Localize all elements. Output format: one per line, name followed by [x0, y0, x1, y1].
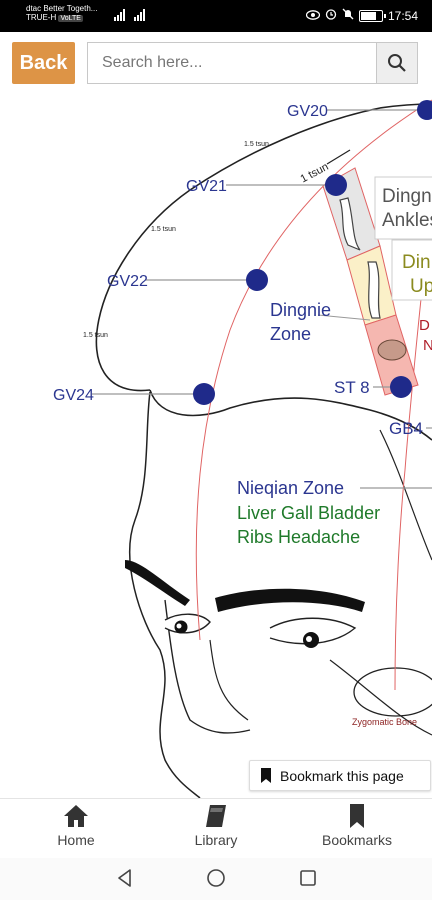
bookmark-this-page-button[interactable]: Bookmark this page: [249, 760, 431, 791]
alarm-icon: [325, 8, 337, 23]
zygomatic-ellipse: [353, 667, 432, 717]
zone-box-2: [391, 239, 432, 301]
nav-library[interactable]: Library: [161, 803, 271, 857]
inner-nose-line: [209, 639, 249, 721]
left-eye-outline: [164, 613, 211, 634]
nieqian-zone-line2: Liver Gall Bladder: [237, 503, 380, 523]
home-icon: [64, 805, 88, 827]
carrier-line2: TRUE-H: [26, 13, 57, 22]
tsun-label-1: 1.5 tsun: [244, 141, 269, 148]
zone-box-2-line2: Up: [410, 276, 432, 297]
battery-icon: [358, 9, 386, 22]
label-gv21: GV21: [186, 178, 227, 195]
acupuncture-diagram: Zygomatic Bone Dingn Ankles Din Up D N 1…: [53, 99, 432, 798]
eye-icon: [305, 9, 321, 23]
tsun-label-3: 1.5 tsun: [83, 332, 108, 339]
nav-home[interactable]: Home: [21, 803, 131, 857]
search-input[interactable]: [88, 43, 378, 83]
zone-box-2-line1: Din: [402, 252, 431, 273]
zygomatic-label: Zygomatic Bone: [352, 717, 417, 727]
nose-outline: [164, 599, 251, 734]
zone-box-3-line2: N: [423, 337, 432, 354]
clock-time: 17:54: [387, 8, 418, 23]
search-icon: [388, 54, 406, 72]
bookmark-this-page-label: Bookmark this page: [280, 767, 404, 784]
zone-box-1: [374, 176, 432, 240]
cheek-line: [329, 659, 432, 736]
carrier-line1: dtac Better Togeth...: [26, 4, 98, 13]
hairline-outline: [149, 389, 432, 441]
label-gv20: GV20: [287, 103, 328, 120]
search-box: [87, 42, 418, 84]
acupoint-gv21: [325, 174, 347, 196]
zone-box-3-line1: D: [419, 317, 430, 334]
temple-line: [379, 429, 432, 561]
acupoint-st8: [390, 376, 412, 398]
label-gb4: GB4: [389, 419, 423, 438]
nav-home-label: Home: [57, 832, 95, 848]
search-button[interactable]: [376, 43, 417, 83]
status-icons: 17:54: [305, 8, 418, 23]
label-st8: ST 8: [334, 378, 370, 397]
tsun-label-2: 1.5 tsun: [151, 226, 176, 233]
zone-box-1-line2: Ankles: [382, 210, 432, 231]
bookmark-icon: [261, 768, 271, 783]
volte-badge: VoLTE: [58, 15, 83, 22]
square-recents-icon[interactable]: [298, 868, 318, 888]
bookmark-icon: [350, 804, 364, 828]
leg-figure: [367, 261, 381, 319]
acupoint-gv24: [193, 383, 215, 405]
leader-dingnie: [317, 314, 371, 321]
left-eyebrow: [125, 560, 190, 606]
signal-icon: [114, 9, 154, 23]
acupoint-gv20: [417, 100, 432, 120]
zone-box-1-line1: Dingn: [382, 186, 432, 207]
back-button[interactable]: Back: [12, 42, 75, 84]
head-outline: [95, 103, 432, 392]
nav-bookmarks[interactable]: Bookmarks: [302, 803, 412, 857]
triangle-back-icon[interactable]: [115, 868, 135, 888]
carrier-info: dtac Better Togeth... TRUE-H VoLTE: [26, 4, 97, 23]
dingnie-zone-line1: Dingnie: [270, 300, 331, 320]
acupoint-gv22: [246, 269, 268, 291]
label-gv24: GV24: [53, 387, 94, 404]
nieqian-zone-title: Nieqian Zone: [237, 478, 344, 498]
dingnie-zone-line2: Zone: [270, 324, 311, 344]
nieqian-zone-line3: Ribs Headache: [237, 527, 360, 547]
system-navigation-bar: [0, 858, 432, 900]
mute-icon: [342, 8, 354, 23]
guide-curve-outer: [195, 99, 432, 641]
book-icon: [206, 805, 226, 827]
tsun-marker: [326, 149, 351, 165]
bottom-navigation: Home Library Bookmarks: [0, 798, 432, 859]
foot-figure: [339, 197, 361, 251]
label-gv22: GV22: [107, 273, 148, 290]
status-bar: dtac Better Togeth... TRUE-H VoLTE 17:54: [0, 0, 432, 32]
right-eye-outline: [269, 617, 357, 645]
brain-figure: [377, 339, 407, 361]
nav-bookmarks-label: Bookmarks: [321, 832, 393, 848]
nav-library-label: Library: [194, 832, 238, 848]
face-profile: [129, 391, 201, 798]
circle-home-icon[interactable]: [206, 868, 226, 888]
right-eyebrow: [215, 588, 365, 612]
